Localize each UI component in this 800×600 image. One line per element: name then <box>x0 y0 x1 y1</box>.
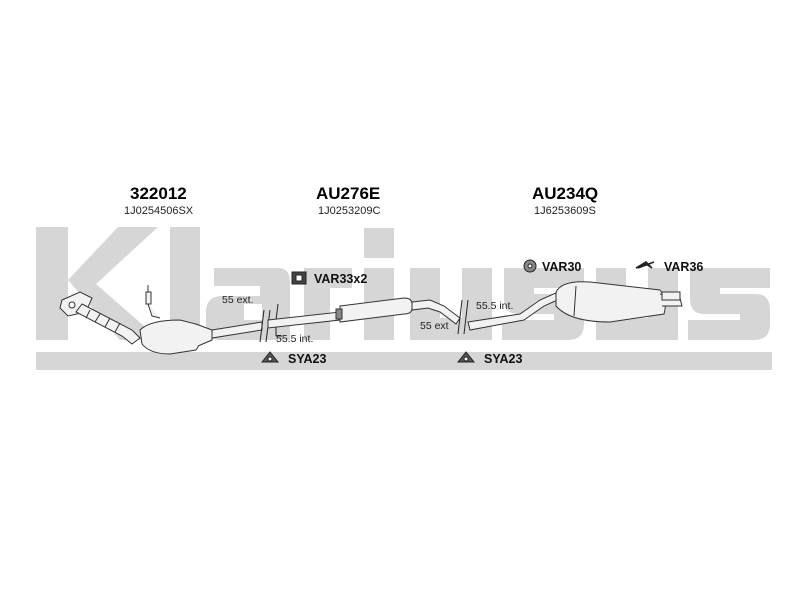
centre-section <box>267 297 461 329</box>
tailpipe <box>661 291 681 301</box>
rear-section <box>467 281 683 331</box>
rubber-mount-label-1: SYA23 <box>288 352 327 366</box>
catalyst-body <box>139 319 201 355</box>
part-reference-1: 1J0254506SX <box>124 205 194 217</box>
rubber-mount-label-2: SYA23 <box>484 352 523 366</box>
hanger-label: VAR36 <box>664 260 704 274</box>
joint-2-marks <box>457 299 469 335</box>
lambda-sensor <box>145 291 152 305</box>
rubber-mount-icon <box>260 351 280 363</box>
joint-1-ext-label: 55 ext. <box>222 294 254 306</box>
bracket-label: VAR30 <box>542 260 582 274</box>
joint-1-int-label: 55.5 int. <box>276 333 314 345</box>
part-number-2: AU276E <box>316 184 381 203</box>
clamp-icon <box>291 271 307 285</box>
part-number-1: 322012 <box>130 184 187 203</box>
hanger-icon <box>635 261 655 269</box>
part-number-3: AU234Q <box>532 184 599 203</box>
clamp-label: VAR33x2 <box>314 272 368 286</box>
part-reference-3: 1J6253609S <box>534 205 596 217</box>
flex-pipe <box>75 303 141 345</box>
part-reference-2: 1J0253209C <box>318 205 381 217</box>
rubber-mount-icon-2 <box>456 351 476 363</box>
joint-2-int-label: 55.5 int. <box>476 300 514 312</box>
joint-2-ext-label: 55 ext <box>420 320 449 332</box>
mounting-bracket-icon <box>523 259 537 273</box>
